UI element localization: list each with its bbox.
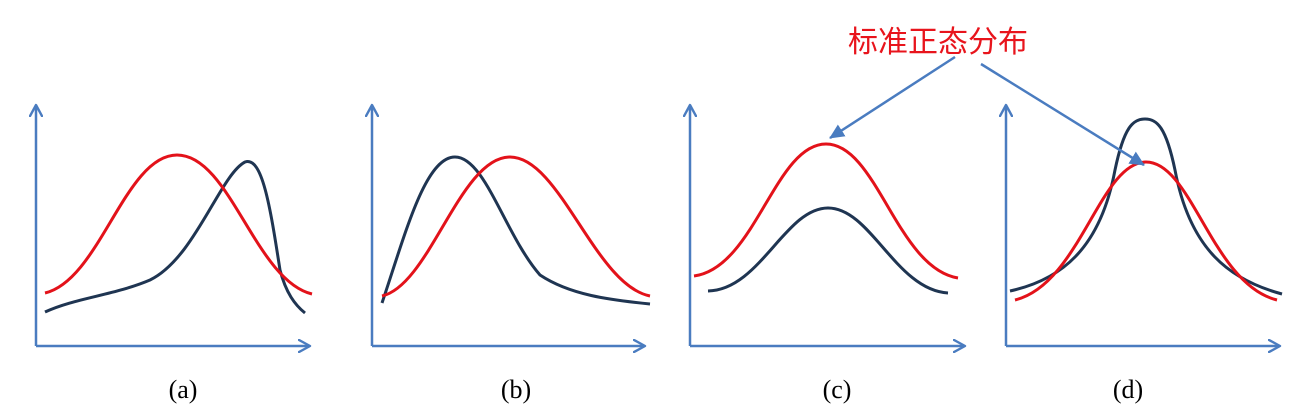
peaked-sample-curve bbox=[1009, 117, 1283, 296]
annotation-arrow-to-d bbox=[980, 62, 1145, 167]
skewed-sample-curve bbox=[44, 160, 306, 315]
shifted-sample-curve bbox=[380, 155, 651, 306]
panel-label: (c) bbox=[823, 375, 852, 404]
panel-label: (a) bbox=[169, 375, 198, 404]
standard-normal-curve bbox=[44, 153, 313, 296]
annotation-group: 标准正态分布 bbox=[829, 25, 1145, 167]
panel-b: (b) bbox=[372, 105, 651, 404]
standard-normal-curve bbox=[1014, 160, 1278, 302]
panel-label: (d) bbox=[1113, 375, 1143, 404]
standard-normal-curve bbox=[381, 155, 651, 298]
flattened-sample-curve bbox=[707, 206, 949, 295]
panel-c: (c) bbox=[690, 105, 965, 404]
annotation-text: 标准正态分布 bbox=[848, 25, 1028, 60]
standard-normal-curve bbox=[693, 142, 959, 280]
annotation-arrow-to-c bbox=[829, 55, 956, 140]
panel-label: (b) bbox=[501, 375, 531, 404]
panel-a: (a) bbox=[36, 105, 313, 404]
panel-d: (d) bbox=[1006, 105, 1283, 404]
